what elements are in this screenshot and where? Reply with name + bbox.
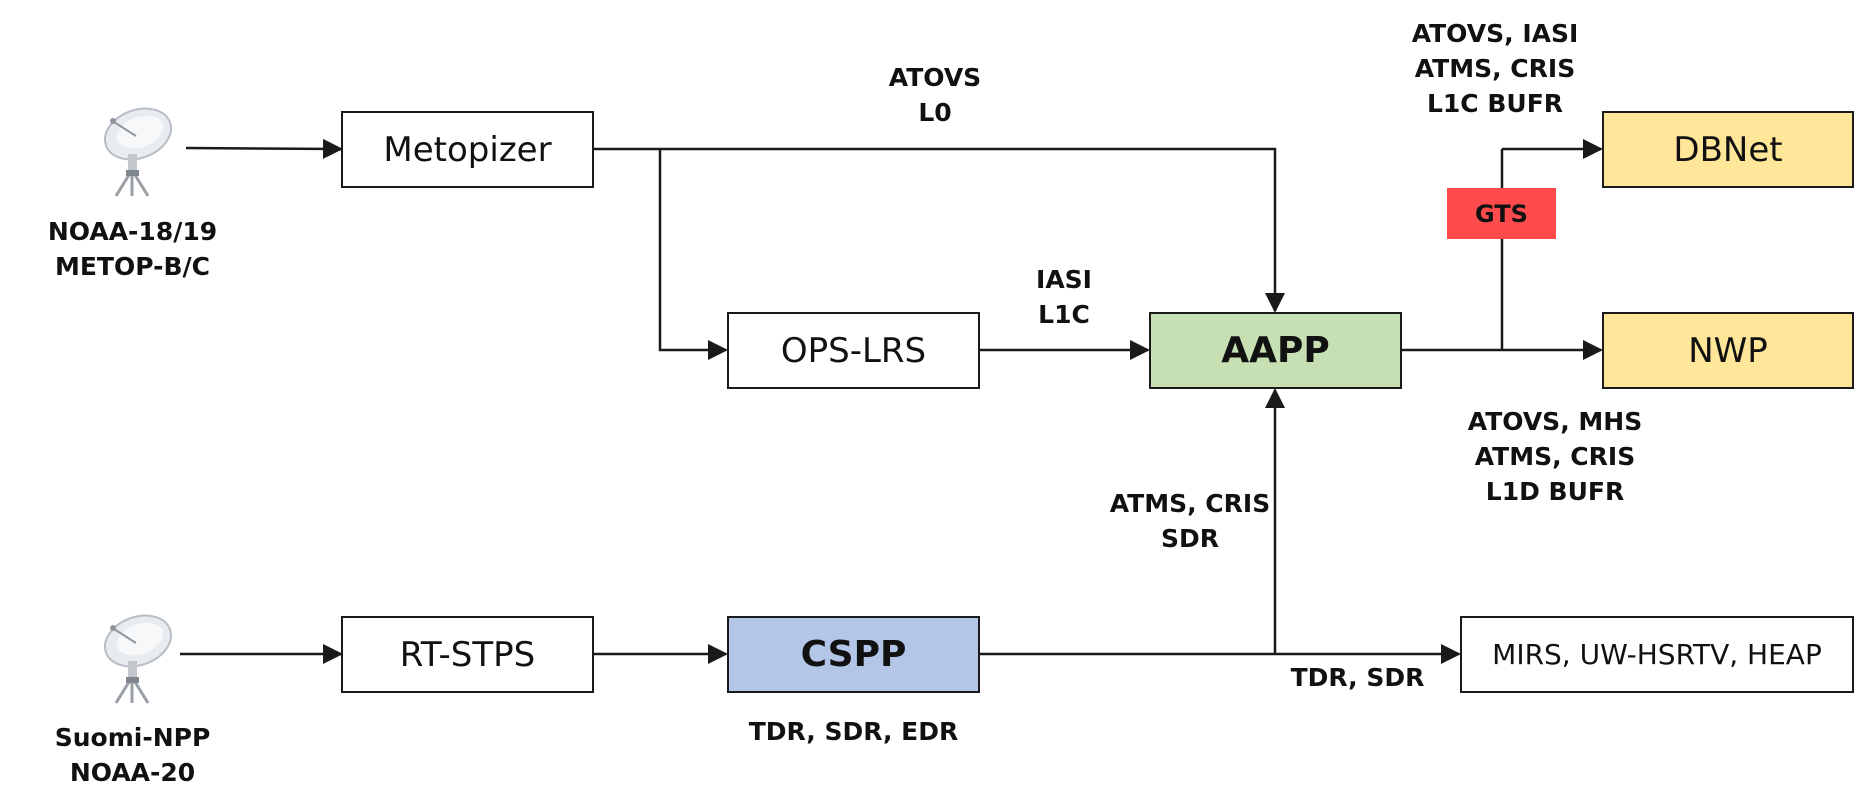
edge-label-tdr-sdr: TDR, SDR [1290, 663, 1425, 692]
aapp-box: AAPP [1149, 312, 1402, 389]
nwp-box: NWP [1602, 312, 1854, 389]
edge-label-nwp-products: ATOVS, MHS ATMS, CRIS L1D BUFR [1467, 407, 1643, 506]
metopizer-label: Metopizer [383, 129, 552, 170]
mirs-box: MIRS, UW-HSRTV, HEAP [1460, 616, 1854, 693]
edge-label-atms-cris-sdr: ATMS, CRIS SDR [1109, 489, 1271, 553]
satellite-dish-icon [104, 614, 172, 704]
nwp-label: NWP [1688, 330, 1768, 371]
edge-label-dbnet-products: ATOVS, IASI ATMS, CRIS L1C BUFR [1411, 19, 1579, 118]
ops-lrs-box: OPS-LRS [727, 312, 980, 389]
edge-label-cspp-products: TDR, SDR, EDR [748, 717, 959, 746]
arrow-metopizer-to-opslrs [658, 149, 728, 360]
rt-stps-box: RT-STPS [341, 616, 594, 693]
aapp-label: AAPP [1221, 330, 1330, 371]
metopizer-box: Metopizer [341, 111, 594, 188]
arrow-dish-to-metopizer [185, 138, 343, 159]
source-label-noaa-metop: NOAA-18/19 METOP-B/C [47, 217, 218, 281]
gts-box: GTS [1447, 188, 1556, 239]
arrow-metopizer-to-aapp [594, 147, 1285, 313]
source-label-suomi-noaa: Suomi-NPP NOAA-20 [54, 723, 211, 787]
gts-label: GTS [1475, 199, 1528, 228]
satellite-dish-icon [104, 107, 172, 197]
dbnet-box: DBNet [1602, 111, 1854, 188]
edge-label-atovs-l0: ATOVS L0 [888, 63, 982, 127]
rt-stps-label: RT-STPS [399, 634, 536, 675]
cspp-box: CSPP [727, 616, 980, 693]
edge-label-iasi-l1c: IASI L1C [1036, 265, 1092, 329]
dbnet-label: DBNet [1673, 129, 1783, 170]
ops-lrs-label: OPS-LRS [780, 330, 927, 371]
cspp-label: CSPP [800, 634, 907, 675]
mirs-label: MIRS, UW-HSRTV, HEAP [1492, 638, 1822, 671]
